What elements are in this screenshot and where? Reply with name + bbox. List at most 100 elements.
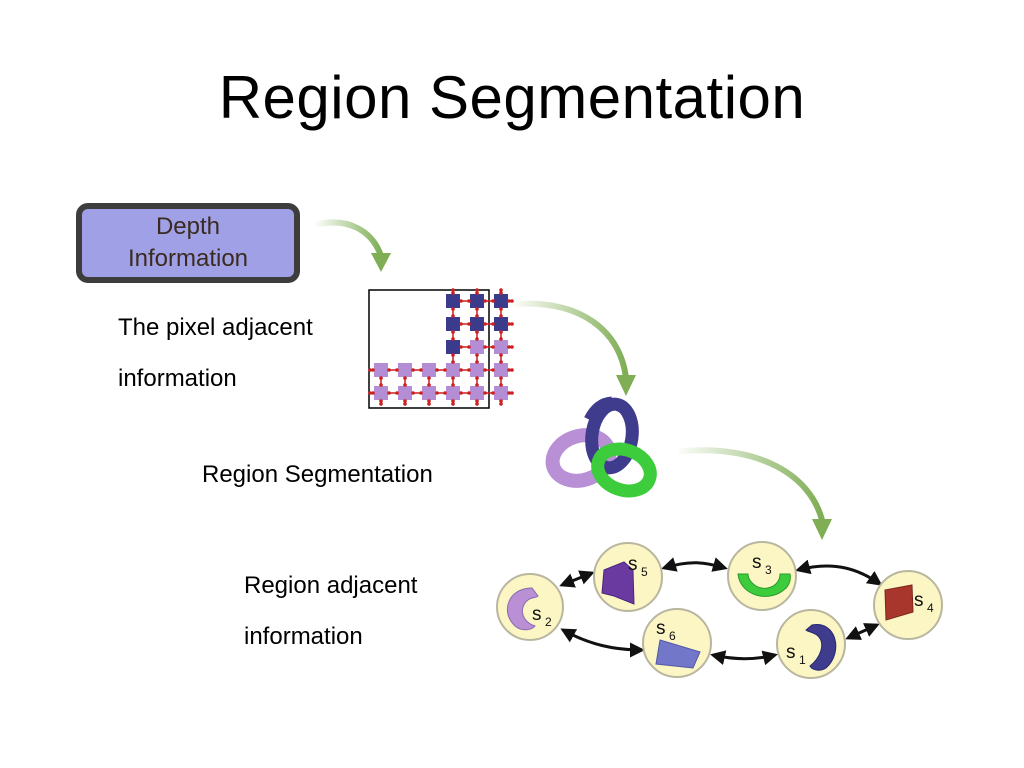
pixel-adjacency-arrows [368, 288, 514, 406]
pixel-arrow-head [459, 391, 463, 395]
node-s5-sub: 5 [641, 565, 648, 579]
pixel-arrow-head [491, 322, 495, 326]
pixel-arrow-head [499, 383, 503, 387]
pixel-cell [494, 317, 508, 331]
node-s3-letter: s [752, 552, 762, 573]
pixel-arrow-head [491, 345, 495, 349]
node-s2: s 2 [496, 573, 564, 641]
pixel-arrow-head [499, 402, 503, 406]
pixel-arrow-head [510, 299, 514, 303]
pixel-arrow-head [499, 399, 503, 403]
depth-box-line1: Depth [155, 213, 221, 240]
flow-arrow-1 [315, 219, 391, 272]
pixel-arrow-head [459, 299, 463, 303]
node-s5-letter: s [628, 554, 638, 575]
region-adjacent-line1: Region adjacent [244, 572, 418, 599]
pixel-arrow-head [510, 345, 514, 349]
pixel-arrow-head [403, 399, 407, 403]
pixel-cell [422, 363, 436, 377]
pixel-arrow-head [451, 337, 455, 341]
pixel-cell [494, 363, 508, 377]
pixel-cell [374, 363, 388, 377]
pixel-arrow-head [475, 330, 479, 334]
edge-s5-s3 [661, 557, 728, 572]
pixel-arrow-head [475, 376, 479, 380]
pixel-arrow-head [491, 391, 495, 395]
pixel-arrow-head [411, 391, 415, 395]
pixel-arrow-head [491, 299, 495, 303]
pixel-cell [470, 294, 484, 308]
pixel-arrow-head [499, 376, 503, 380]
node-s6: s 6 [642, 608, 712, 678]
pixel-arrow-head [483, 368, 487, 372]
node-s6-letter: s [656, 618, 666, 639]
pixel-cell [446, 294, 460, 308]
pixel-cell [446, 317, 460, 331]
pixel-arrow-head [475, 337, 479, 341]
pixel-arrow-head [451, 376, 455, 380]
edge-s6-s1 [710, 650, 778, 666]
pixel-arrow-head [427, 376, 431, 380]
pixel-arrow-head [499, 360, 503, 364]
pixel-arrow-head [387, 391, 391, 395]
pixel-cell [374, 386, 388, 400]
pixel-cell [494, 294, 508, 308]
pixel-arrow-head [395, 391, 399, 395]
pixel-arrow-head [368, 391, 372, 395]
node-s4-letter: s [914, 590, 924, 611]
pixel-arrow-head [403, 383, 407, 387]
pixel-arrow-head [459, 322, 463, 326]
pixel-arrow-head [403, 402, 407, 406]
pixel-arrow-head [475, 314, 479, 318]
pixel-arrow-head [443, 368, 447, 372]
pixel-arrow-head [411, 368, 415, 372]
pixel-cell [398, 363, 412, 377]
pixel-cell [446, 340, 460, 354]
pixel-arrow-head [427, 383, 431, 387]
pixel-arrow-head [510, 391, 514, 395]
edge-s1-s4 [845, 623, 880, 640]
pixel-arrow-head [451, 330, 455, 334]
pixel-adjacent-line1: The pixel adjacent [118, 314, 313, 341]
pixel-arrow-head [379, 402, 383, 406]
node-s2-sub: 2 [545, 615, 552, 629]
pixel-arrow-head [467, 299, 471, 303]
pixel-arrow-head [451, 360, 455, 364]
pixel-arrow-head [368, 368, 372, 372]
pixel-arrow-head [507, 322, 511, 326]
interlocking-rings-segmentation [545, 396, 657, 498]
node-s1: s 1 [776, 609, 846, 679]
pixel-arrow-head [467, 391, 471, 395]
region-adjacent-line2: information [244, 623, 363, 650]
pixel-cell [446, 363, 460, 377]
pixel-arrow-head [475, 291, 479, 295]
pixel-arrow-head [379, 383, 383, 387]
pixel-arrow-head [483, 391, 487, 395]
pixel-arrow-head [475, 307, 479, 311]
pixel-arrow-head [451, 307, 455, 311]
pixel-arrow-head [499, 337, 503, 341]
depth-information-box: Depth Information [76, 203, 300, 283]
flow-arrow-3 [679, 447, 832, 540]
pixel-arrow-head [371, 391, 375, 395]
pixel-arrow-head [499, 291, 503, 295]
edge-s2-s6 [560, 628, 645, 658]
pixel-arrow-head [451, 399, 455, 403]
region-adjacent-label: Region adjacent information [244, 571, 417, 652]
pixel-arrow-head [451, 314, 455, 318]
pixel-arrow-head [499, 330, 503, 334]
pixel-adjacent-label: The pixel adjacent information [118, 313, 313, 394]
pixel-arrow-head [475, 402, 479, 406]
pixel-arrow-head [491, 368, 495, 372]
pixel-arrow-head [475, 383, 479, 387]
pixel-adjacent-line2: information [118, 365, 237, 392]
node-s1-sub: 1 [799, 653, 806, 667]
pixel-arrow-head [451, 288, 455, 292]
pixel-cell [470, 317, 484, 331]
pixel-cell [470, 363, 484, 377]
region-segmentation-label: Region Segmentation [202, 461, 433, 488]
pixel-cell [470, 340, 484, 354]
pixel-arrow-head [499, 307, 503, 311]
pixel-arrow-head [451, 383, 455, 387]
